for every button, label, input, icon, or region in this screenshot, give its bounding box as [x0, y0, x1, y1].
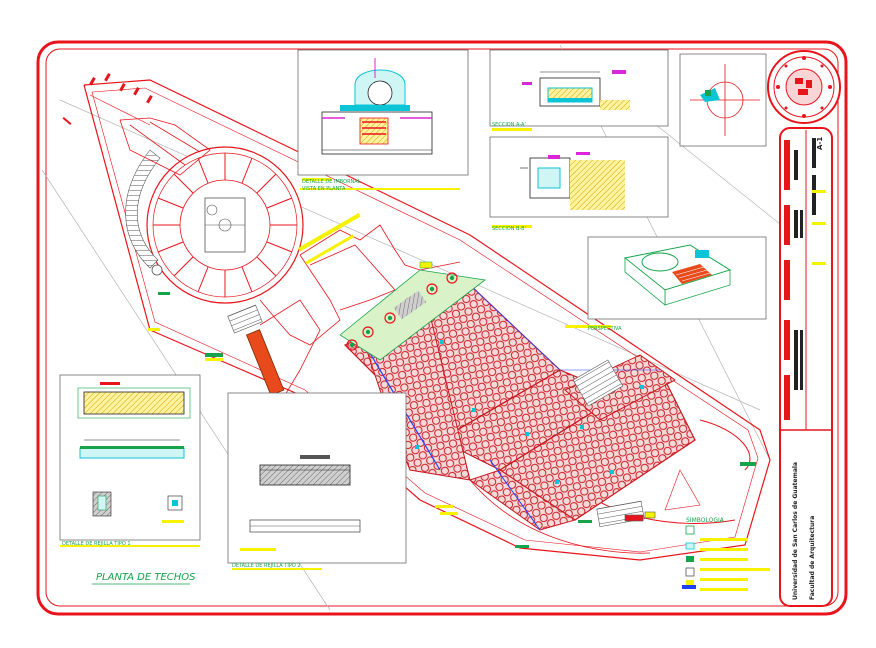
garden-strip	[339, 261, 486, 361]
title-block	[779, 127, 833, 607]
brick-strip	[227, 304, 285, 396]
circular-stadium	[125, 146, 304, 304]
dimension-ticks	[62, 73, 153, 125]
section-markers	[148, 292, 756, 548]
title-sheet-number: A-1	[816, 137, 824, 150]
seccion-aa-panel	[489, 49, 669, 131]
label-vista-planta: VISTA EN PLANTA	[302, 186, 346, 192]
sheet-border-outer	[36, 40, 848, 616]
right-access	[572, 359, 701, 528]
label-rejilla-tipo2: DETALLE DE REJILLA TIPO 2	[232, 563, 301, 569]
rejilla-tipo2-panel	[227, 392, 407, 570]
rejilla-tipo1-panel	[59, 374, 201, 547]
title-faculty: Facultad de Arquitectura	[809, 516, 816, 600]
label-rejilla-tipo1: DETALLE DE REJILLA TIPO 1	[62, 541, 131, 547]
detail-imbornal-panel	[297, 49, 469, 190]
canopy-top	[119, 117, 211, 176]
perspectiva-panel	[575, 236, 767, 328]
label-seccion-aa: SECCION A-A'	[492, 122, 526, 128]
label-perspectiva: PERSPECTIVA	[588, 326, 622, 332]
university-seal	[767, 50, 841, 124]
label-planta-techos: PLANTA DE TECHOS	[96, 572, 196, 583]
legend	[682, 525, 770, 591]
title-university: Universidad de San Carlos de Guatemala	[792, 462, 799, 600]
label-seccion-bb: SECCION B-B'	[492, 226, 526, 232]
seccion-bb-panel	[489, 136, 669, 228]
sheet-border-inner	[45, 48, 839, 607]
compass-detail-panel	[679, 53, 767, 147]
label-simbologia: SIMBOLOGIA	[686, 517, 725, 524]
label-detalle-imbornal: DETALLE DE IMBORNAL	[302, 179, 361, 185]
